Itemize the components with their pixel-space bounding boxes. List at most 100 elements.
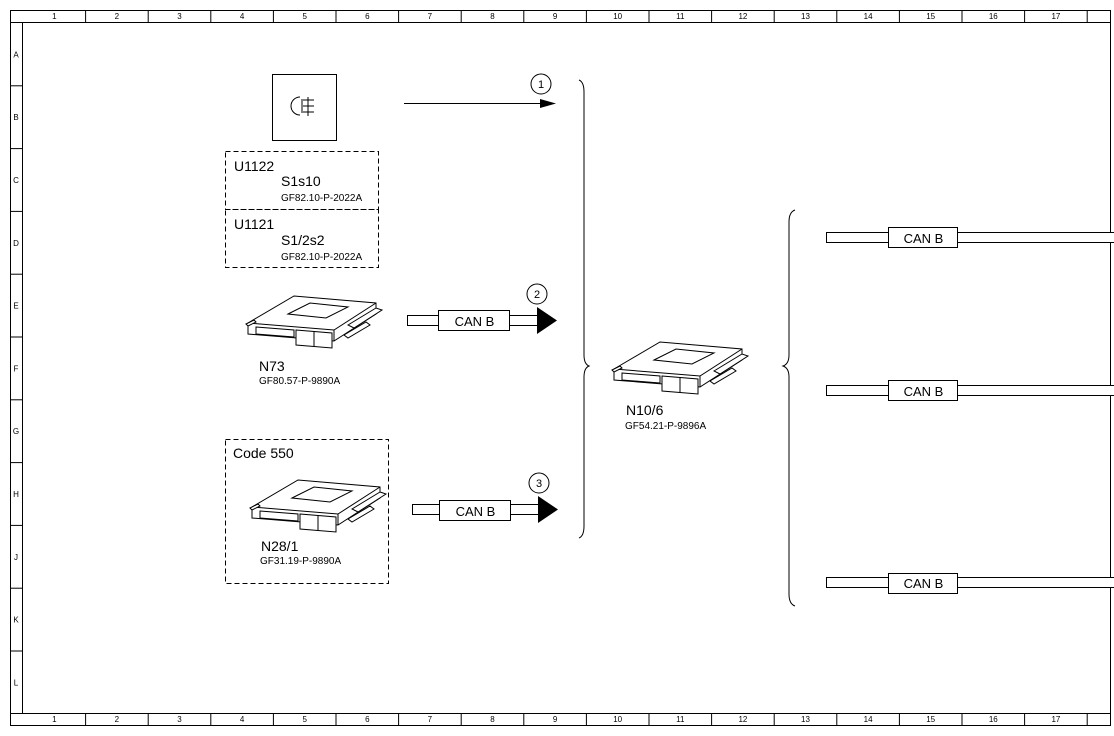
right-can-bus-label-box-1 bbox=[888, 227, 958, 248]
module-mounting-tab bbox=[346, 307, 384, 329]
column-label-top: 13 bbox=[801, 12, 810, 21]
module-label-plate bbox=[290, 486, 354, 503]
row-label: A bbox=[13, 50, 19, 59]
module-mounting-tab bbox=[343, 321, 371, 339]
column-label-top: 2 bbox=[115, 12, 120, 21]
row-label: J bbox=[14, 553, 18, 562]
right-can-bus-cable-2 bbox=[826, 385, 1114, 396]
u1122-reference: GF82.10-P-2022A bbox=[281, 193, 363, 204]
can-bus-arrow-2 bbox=[537, 307, 557, 334]
right-can-b-label-1: CAN B bbox=[903, 231, 944, 246]
module-connector-a bbox=[255, 326, 295, 338]
marker-1: 1 bbox=[538, 79, 544, 91]
right-can-bus-label-box-3 bbox=[888, 573, 958, 594]
n28-1-label: N28/1 bbox=[261, 538, 299, 554]
column-label-top: 6 bbox=[365, 12, 370, 21]
column-label-top: 15 bbox=[926, 12, 935, 21]
right-can-b-label-3: CAN B bbox=[903, 576, 944, 591]
marker-circle-2 bbox=[526, 283, 548, 305]
module-connector-a bbox=[259, 510, 299, 522]
can-b-label-3: CAN B bbox=[455, 504, 496, 519]
left-curly-brace bbox=[578, 79, 591, 539]
right-can-bus-cable-1 bbox=[826, 232, 1114, 243]
right-can-bus-label-box-2 bbox=[888, 380, 958, 401]
column-label-bottom: 10 bbox=[613, 715, 622, 724]
outer-frame bbox=[10, 10, 1111, 726]
marker-2: 2 bbox=[534, 289, 540, 301]
column-label-bottom: 12 bbox=[738, 715, 747, 724]
row-label: L bbox=[14, 678, 19, 687]
module-connector-a bbox=[621, 372, 661, 384]
column-label-bottom: 17 bbox=[1051, 715, 1060, 724]
can-bus-label-box-2 bbox=[438, 310, 510, 331]
row-label: H bbox=[13, 490, 19, 499]
column-label-bottom: 4 bbox=[240, 715, 245, 724]
s1-2s2-label: S1/2s2 bbox=[281, 232, 325, 248]
row-label: D bbox=[13, 239, 19, 248]
row-label: F bbox=[14, 364, 19, 373]
module-mounting-tab bbox=[350, 491, 388, 513]
column-label-top: 5 bbox=[302, 12, 307, 21]
can-b-label-2: CAN B bbox=[454, 314, 495, 329]
row-label: E bbox=[13, 302, 18, 311]
s1s10-label: S1s10 bbox=[281, 173, 321, 189]
column-label-top: 11 bbox=[676, 12, 685, 21]
column-label-bottom: 1 bbox=[52, 715, 57, 724]
column-label-bottom: 9 bbox=[553, 715, 558, 724]
column-label-top: 9 bbox=[553, 12, 558, 21]
module-mounting-tab bbox=[712, 353, 750, 375]
column-label-top: 12 bbox=[738, 12, 747, 21]
column-label-bottom: 3 bbox=[177, 715, 182, 724]
signal-arrow-1 bbox=[540, 99, 556, 108]
marker-circle-1 bbox=[530, 73, 552, 95]
dashed-box-u1121 bbox=[225, 209, 379, 268]
column-label-bottom: 2 bbox=[115, 715, 120, 724]
module-mounting-tab bbox=[249, 503, 261, 511]
column-label-top: 7 bbox=[428, 12, 433, 21]
dashed-box-code-550 bbox=[225, 439, 389, 584]
grid-ruler: 1122334455667788991010111112121313141415… bbox=[10, 10, 1088, 725]
column-label-top: 10 bbox=[613, 12, 622, 21]
module-n10-6-symbol bbox=[611, 341, 750, 395]
module-mounting-tab bbox=[245, 319, 257, 327]
row-label: K bbox=[13, 616, 19, 625]
column-label-top: 3 bbox=[177, 12, 182, 21]
can-bus-label-box-3 bbox=[439, 500, 511, 521]
column-label-bottom: 13 bbox=[801, 715, 810, 724]
column-label-bottom: 15 bbox=[926, 715, 935, 724]
column-label-bottom: 7 bbox=[428, 715, 433, 724]
module-n28-1-symbol bbox=[249, 479, 388, 533]
column-label-top: 16 bbox=[989, 12, 998, 21]
row-label: G bbox=[13, 427, 19, 436]
module-n73-symbol bbox=[245, 295, 384, 349]
fog-lamp-switch-box bbox=[272, 74, 337, 141]
column-label-top: 14 bbox=[864, 12, 873, 21]
module-mounting-tab bbox=[611, 365, 623, 373]
marker-3: 3 bbox=[536, 478, 542, 490]
marker-circle-3 bbox=[528, 472, 550, 494]
right-can-bus-cable-3 bbox=[826, 577, 1114, 588]
row-label: B bbox=[13, 113, 18, 122]
n73-label: N73 bbox=[259, 358, 285, 374]
column-label-bottom: 16 bbox=[989, 715, 998, 724]
right-can-b-label-2: CAN B bbox=[903, 384, 944, 399]
column-label-top: 8 bbox=[490, 12, 495, 21]
column-label-top: 17 bbox=[1051, 12, 1060, 21]
code-550-label: Code 550 bbox=[233, 445, 294, 461]
column-label-top: 1 bbox=[52, 12, 57, 21]
can-bus-arrow-3 bbox=[538, 496, 558, 523]
module-mounting-tab bbox=[709, 367, 737, 385]
n73-reference: GF80.57-P-9890A bbox=[259, 376, 341, 387]
column-label-bottom: 14 bbox=[864, 715, 873, 724]
right-curly-brace bbox=[781, 209, 796, 607]
row-label: C bbox=[13, 176, 19, 185]
u1121-code: U1121 bbox=[234, 216, 275, 232]
n10-6-label: N10/6 bbox=[626, 402, 664, 418]
column-label-top: 4 bbox=[240, 12, 245, 21]
module-label-plate bbox=[286, 302, 350, 319]
column-label-bottom: 8 bbox=[490, 715, 495, 724]
u1121-reference: GF82.10-P-2022A bbox=[281, 252, 363, 263]
module-label-plate bbox=[652, 348, 716, 365]
rear-fog-lamp-icon bbox=[290, 96, 314, 116]
